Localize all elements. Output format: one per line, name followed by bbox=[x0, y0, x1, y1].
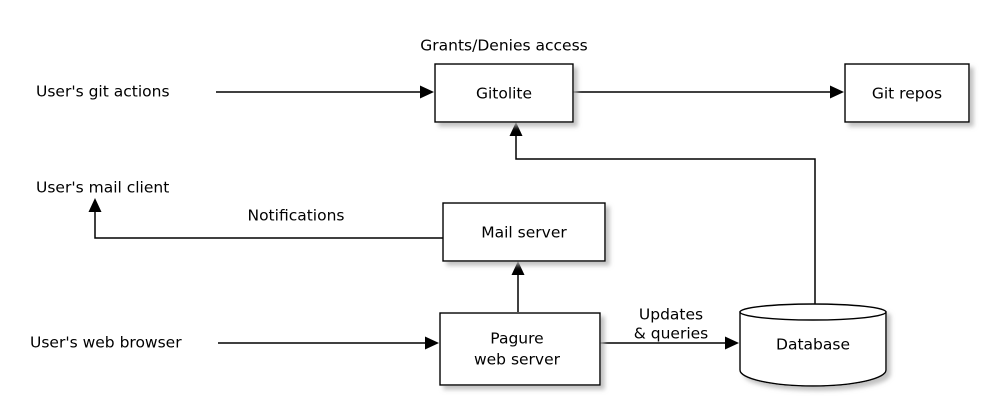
node-pagure-web-server-label-line2: web server bbox=[474, 351, 561, 369]
node-mail-server[interactable]: Mail server bbox=[442, 202, 606, 262]
node-database[interactable] bbox=[739, 303, 887, 387]
edge-gitolite-to-git-repos bbox=[573, 85, 844, 99]
actor-label-mail-client: User's mail client bbox=[36, 179, 169, 197]
arrowhead-icon bbox=[725, 336, 739, 350]
edge-mail-server-to-mail-client bbox=[88, 198, 443, 239]
arrowhead-icon bbox=[511, 261, 525, 275]
node-database-label: Database bbox=[776, 336, 850, 354]
node-gitolite-label: Gitolite bbox=[476, 85, 532, 103]
edge-database-to-gitolite bbox=[509, 122, 816, 306]
arrowhead-icon bbox=[420, 85, 434, 99]
arrowhead-icon bbox=[425, 336, 439, 350]
node-mail-server-label: Mail server bbox=[481, 224, 567, 242]
node-pagure-web-server[interactable]: Pagure web server bbox=[439, 312, 601, 386]
node-git-repos[interactable]: Git repos bbox=[844, 63, 970, 123]
edge-label-notifications: Notifications bbox=[247, 207, 344, 225]
arrowhead-icon bbox=[88, 198, 102, 212]
edge-pagure-to-mail-server bbox=[511, 261, 525, 312]
arrowhead-icon bbox=[509, 122, 523, 136]
node-gitolite[interactable]: Gitolite bbox=[434, 63, 574, 123]
actor-label-web-browser: User's web browser bbox=[30, 334, 182, 352]
arrowhead-icon bbox=[830, 85, 844, 99]
node-pagure-web-server-label-line1: Pagure bbox=[490, 330, 543, 348]
edge-git-actions-to-gitolite bbox=[216, 85, 434, 99]
edge-label-updates-queries-line1: Updates bbox=[639, 306, 703, 324]
edge-pagure-to-database bbox=[600, 336, 739, 350]
edge-web-browser-to-pagure bbox=[218, 336, 439, 350]
edge-label-updates-queries-line2: & queries bbox=[634, 325, 709, 343]
actor-label-git-actions: User's git actions bbox=[36, 83, 170, 101]
edge-label-grants-denies-access: Grants/Denies access bbox=[420, 37, 587, 55]
node-git-repos-label: Git repos bbox=[872, 85, 942, 103]
